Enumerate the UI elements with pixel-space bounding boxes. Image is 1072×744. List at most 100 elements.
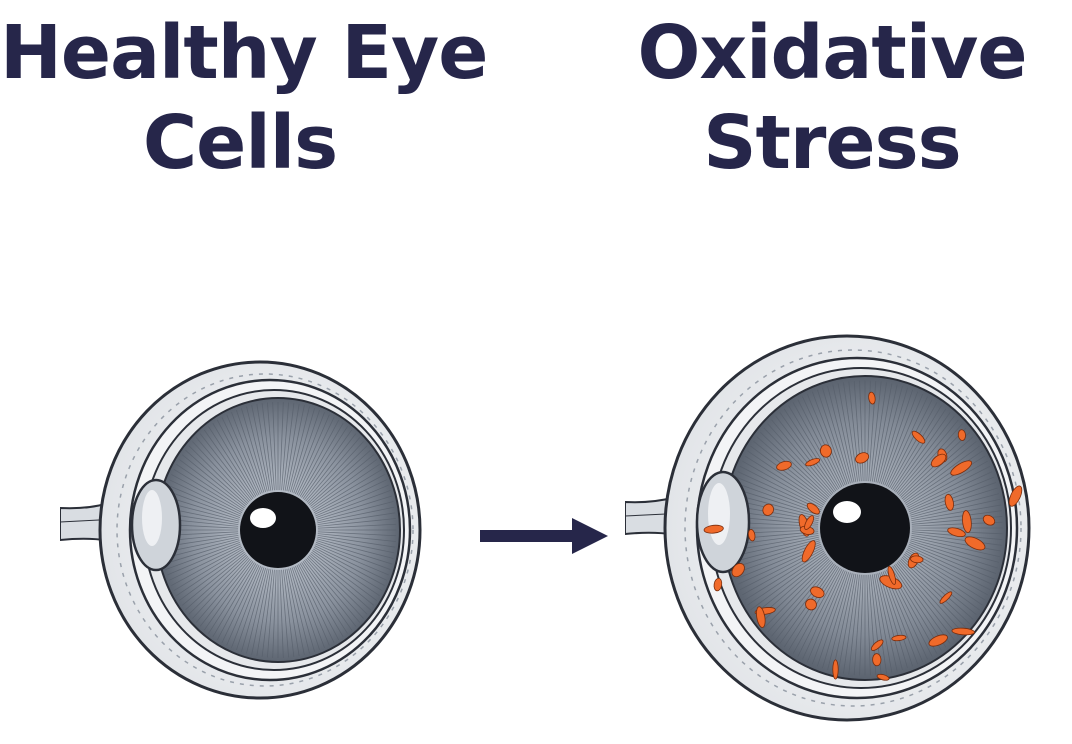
oxidative-stress-title: Oxidative Stress: [592, 8, 1072, 188]
iris-fiber: [165, 490, 241, 519]
oxidative-damage-spot: [944, 493, 954, 511]
iris-fiber: [897, 560, 963, 633]
iris-fiber: [907, 465, 991, 509]
iris-fiber: [317, 506, 395, 524]
oxidative-damage-spot: [887, 565, 897, 585]
oxidative-damage-spot: [962, 510, 972, 534]
iris-fiber: [753, 555, 828, 615]
iris-fiber: [848, 574, 860, 675]
iris-fiber: [730, 538, 820, 563]
iris-fiber: [911, 533, 1002, 546]
iris-fiber: [732, 540, 820, 569]
healthy-eye-title-line2: Cells: [142, 100, 338, 186]
iris-fiber: [208, 426, 255, 498]
iris-fiber: [750, 553, 827, 611]
iris-fiber: [314, 545, 387, 581]
iris-fiber: [853, 380, 862, 482]
iris-fiber: [866, 574, 871, 676]
oxidative-damage-spot: [804, 515, 815, 530]
iris-fiber: [895, 415, 955, 493]
iris-fiber: [756, 436, 829, 500]
iris-fiber: [750, 445, 827, 503]
iris-fiber: [884, 393, 924, 486]
iris-fiber: [261, 569, 274, 657]
oxidative-damage-spot: [951, 627, 975, 636]
iris-fiber: [195, 558, 251, 623]
iris-fiber: [178, 459, 245, 509]
iris-fiber: [241, 567, 267, 652]
iris-fiber: [899, 559, 967, 629]
iris-fiber: [747, 552, 826, 606]
iris-fiber: [185, 449, 247, 506]
iris-fiber: [282, 403, 295, 491]
iris-fiber: [788, 405, 840, 490]
iris-fiber: [306, 557, 364, 619]
oxidative-damage-spot: [982, 514, 996, 526]
iris-fiber: [904, 450, 983, 504]
iris-fiber: [802, 569, 845, 660]
iris-fiber: [226, 565, 262, 646]
iris-fiber: [739, 465, 823, 509]
iris-fiber: [837, 574, 857, 673]
iris-fiber: [316, 540, 393, 565]
iris-fiber: [163, 540, 240, 565]
iris-fiber: [802, 396, 845, 487]
oxidative-damage-spot: [876, 673, 890, 681]
iris-fiber: [871, 574, 887, 674]
iris-fiber: [301, 562, 348, 634]
oxidative-stress-title-line2: Stress: [703, 100, 961, 186]
iris-fiber: [296, 417, 335, 495]
iris-fiber: [732, 487, 820, 516]
iris-fiber: [293, 412, 325, 494]
iris-fiber: [837, 383, 857, 482]
iris-fiber: [889, 402, 938, 489]
iris-fiber: [317, 534, 396, 548]
iris-fiber: [199, 559, 252, 627]
iris-fiber: [288, 406, 310, 492]
oxidative-damage-spot: [872, 653, 882, 667]
iris-fiber: [792, 567, 841, 654]
oxidative-damage-spot: [911, 430, 926, 444]
iris-fiber: [893, 411, 951, 492]
iris-fiber: [291, 409, 320, 493]
iris-fiber: [236, 567, 265, 651]
iris-fiber: [890, 405, 942, 490]
iris-fiber: [216, 419, 258, 496]
iris-fiber: [313, 548, 383, 592]
iris-fiber: [169, 479, 242, 515]
iris-fiber: [176, 550, 244, 597]
iris-fiber: [908, 545, 993, 585]
iris-fiber: [901, 436, 974, 500]
iris-fiber: [911, 498, 1001, 520]
iris-fiber: [315, 541, 391, 570]
iris-fiber: [192, 557, 250, 619]
iris-fiber: [302, 561, 353, 631]
iris-fiber: [291, 567, 320, 651]
iris-fiber: [816, 571, 850, 667]
oxidative-damage-spot: [805, 598, 817, 611]
iris-fiber: [887, 399, 933, 488]
iris-fiber: [212, 422, 257, 497]
iris-fiber: [859, 574, 864, 676]
iris-fiber: [314, 479, 387, 515]
iris-fiber: [231, 412, 263, 494]
iris-fiber: [910, 493, 1000, 518]
iris-fiber: [312, 463, 380, 510]
iris-fiber: [266, 569, 275, 658]
oxidative-damage-spot: [762, 503, 774, 516]
iris-fiber: [288, 568, 310, 654]
iris-fiber: [885, 396, 928, 487]
iris-fiber: [293, 566, 325, 648]
iris-fiber: [182, 454, 246, 507]
iris-fiber: [310, 454, 374, 507]
iris-fiber: [882, 391, 919, 485]
iris-fiber: [208, 562, 255, 634]
iris-fiber: [877, 573, 903, 671]
oxidative-damage-spot: [855, 452, 870, 464]
iris-fiber: [317, 523, 397, 529]
iris-fiber: [171, 547, 243, 586]
oxidative-damage-spot: [928, 634, 948, 647]
iris-fiber: [880, 571, 914, 667]
iris-fiber: [312, 550, 380, 597]
iris-fiber: [871, 382, 887, 482]
